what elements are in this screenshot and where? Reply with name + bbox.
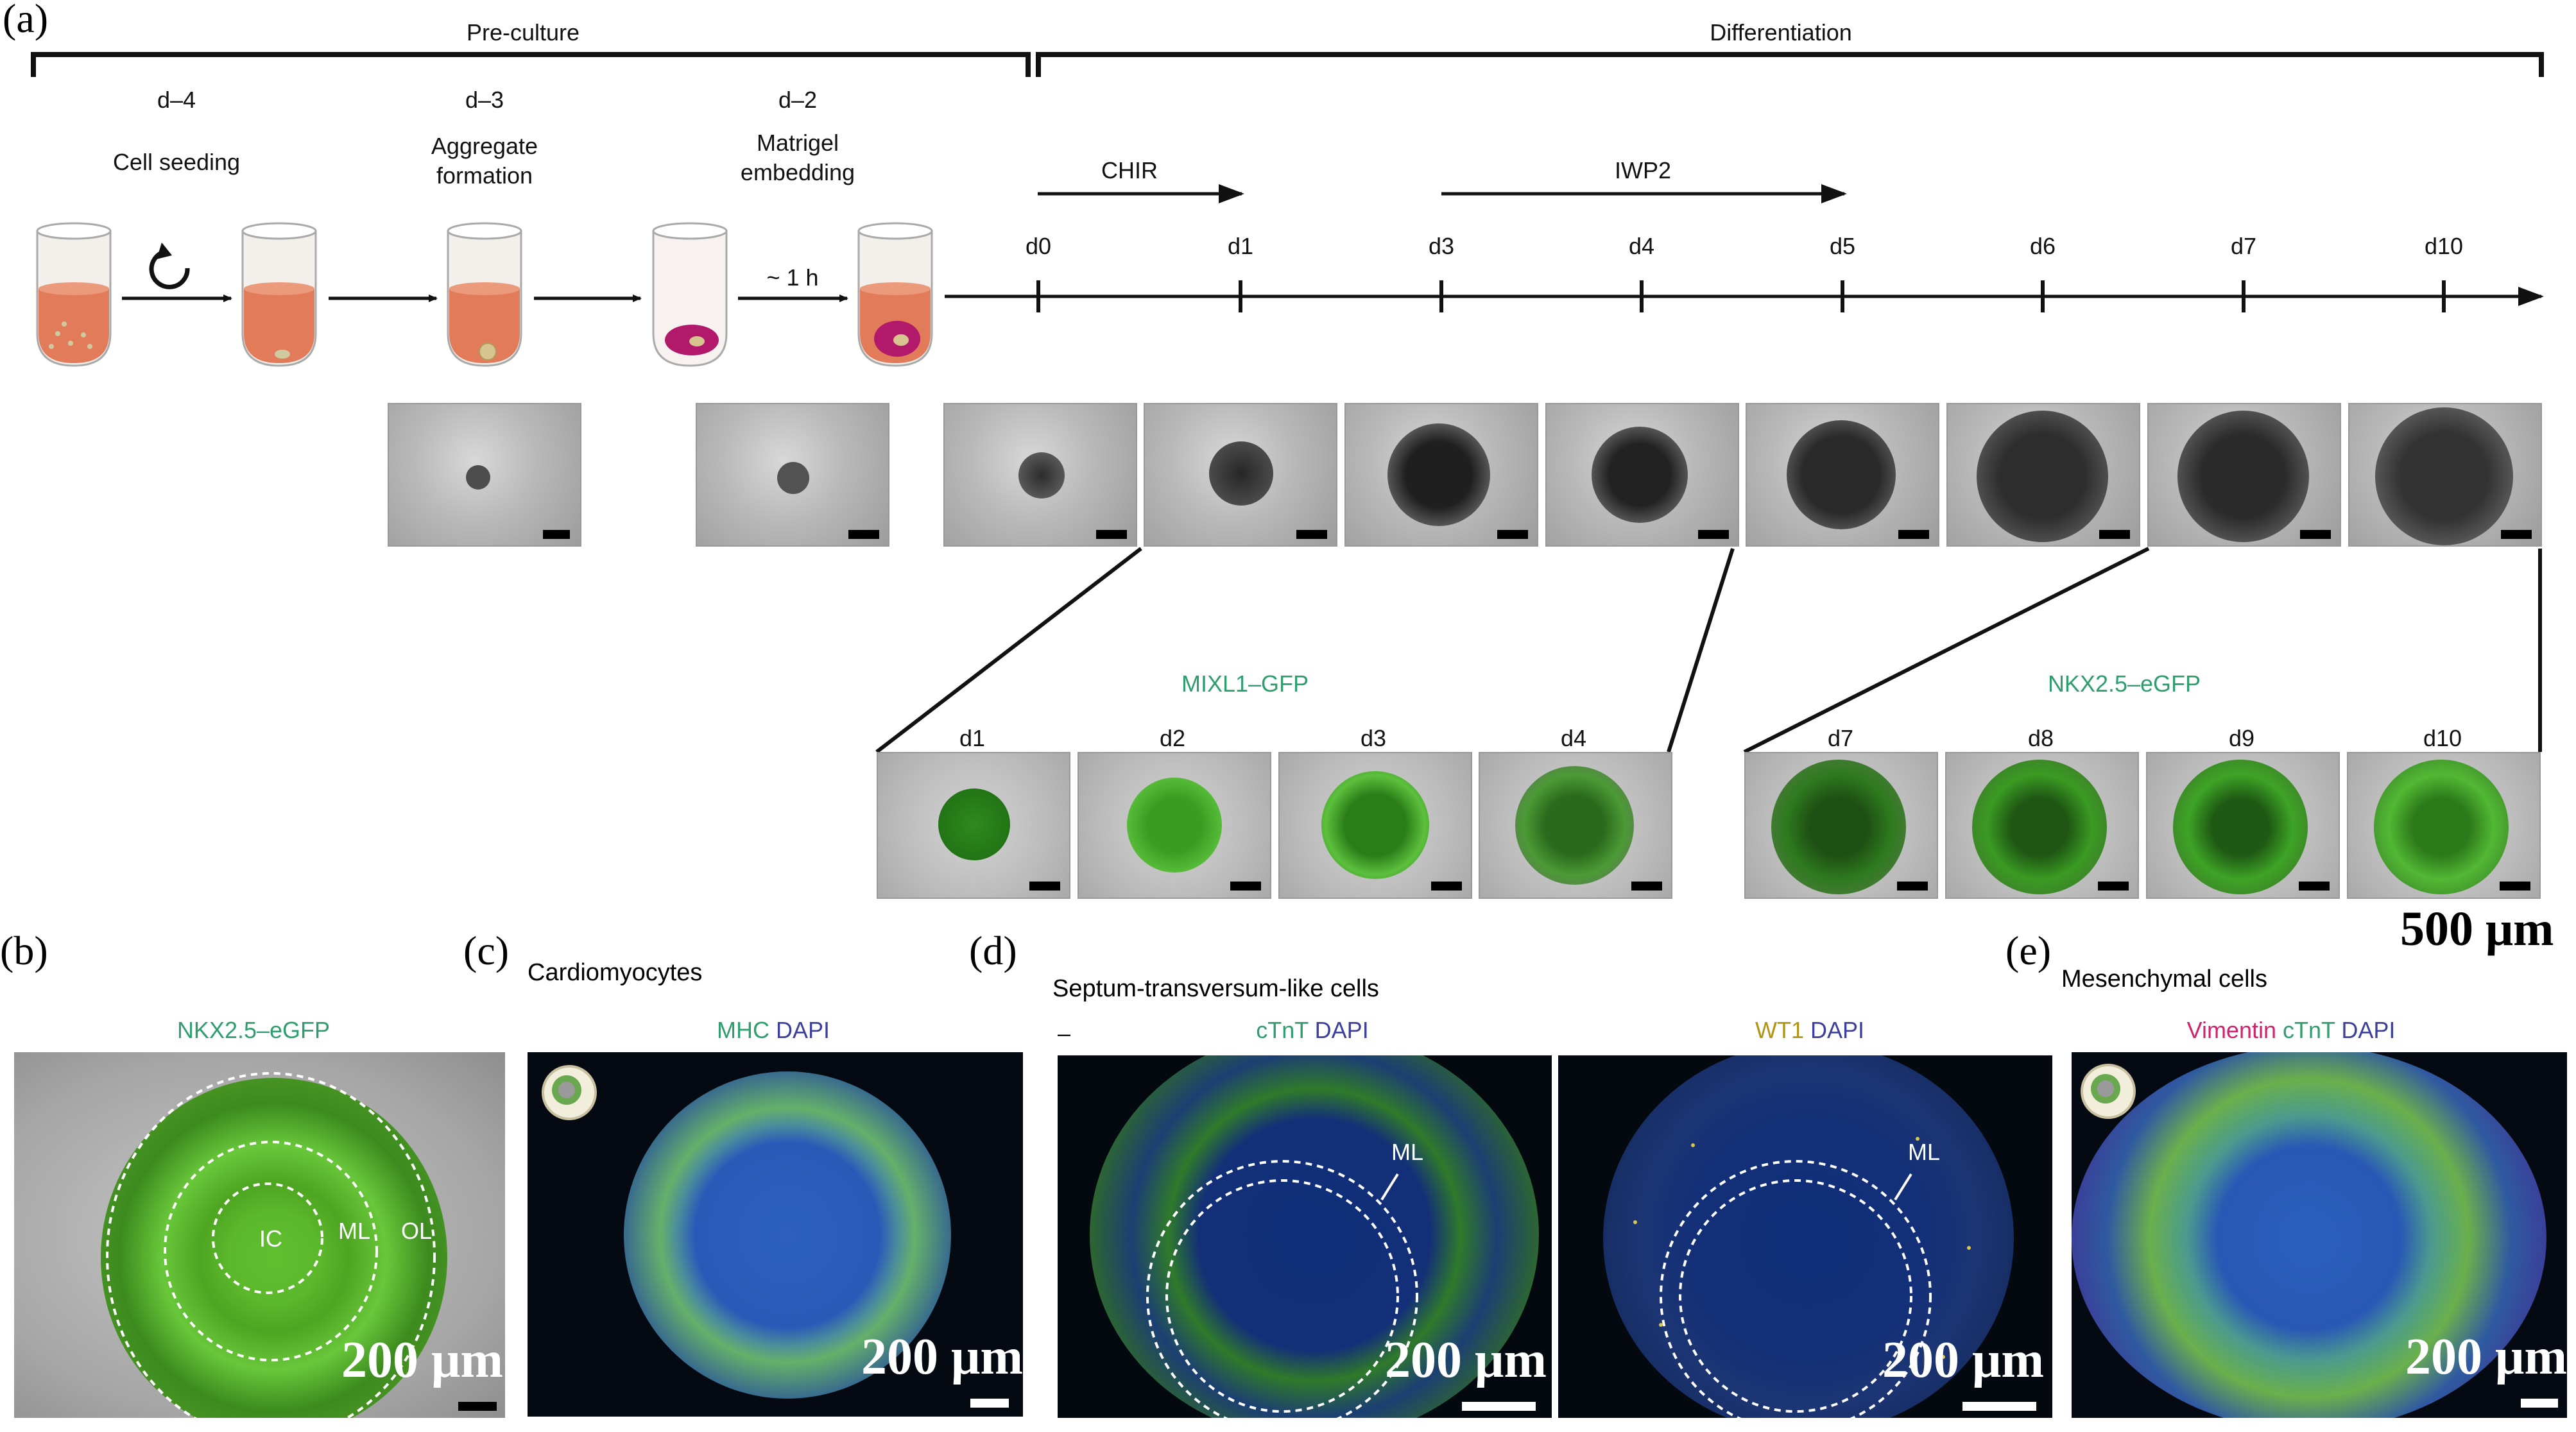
brightfield-image-d-2 (696, 403, 889, 547)
e-heading: Mesenchymal cells (2061, 966, 2267, 993)
tube-5 (857, 222, 933, 367)
d-right-scale-label: 200 μm (1882, 1332, 2044, 1388)
c-stain-1: MHC (716, 1017, 769, 1043)
nkx-day: d10 (2423, 725, 2462, 751)
e-image: 200 μm (2072, 1052, 2567, 1418)
wait-label: ~ 1 h (766, 264, 819, 291)
zoom-connectors (875, 547, 2542, 754)
preculture-bracket (31, 52, 1031, 77)
d-right-stain-1: WT1 (1755, 1017, 1804, 1043)
nkx-day: d8 (2027, 725, 2054, 751)
d-right-title: WT1 DAPI (1704, 1017, 1916, 1044)
b-scale-label: 200 μm (341, 1332, 503, 1388)
brightfield-image-d7 (2147, 403, 2341, 547)
nkx-day: d9 (2228, 725, 2255, 751)
panel-label-d: (d) (969, 928, 1017, 973)
c-heading: Cardiomyocytes (528, 959, 703, 986)
brightfield-image-d3 (1344, 403, 1538, 547)
panel-label-c: (c) (463, 928, 510, 973)
d-heading: Septum-transversum-like cells (1052, 975, 1379, 1002)
mixl1-day: d4 (1560, 725, 1587, 751)
mixl1-day: d2 (1159, 725, 1186, 751)
mixl1-image-d3 (1278, 752, 1472, 899)
phase-preculture: Pre-culture (466, 19, 580, 46)
brightfield-image-d0 (943, 403, 1137, 547)
step-label-2: Aggregate formation (431, 133, 538, 189)
mixl1-day: d1 (959, 725, 986, 751)
d-right-image: ML 200 μm (1558, 1055, 2052, 1418)
nkx-image-d10 (2347, 752, 2541, 899)
mixl1-image-d2 (1078, 752, 1271, 899)
scale-500-label: 500 μm (2400, 902, 2554, 956)
d-left-scale-label: 200 μm (1385, 1332, 1547, 1388)
mixl1-image-d1 (877, 752, 1070, 899)
e-stain-2: cTnT (2283, 1017, 2335, 1043)
mixl1-title: MIXL1–GFP (1181, 670, 1309, 697)
nkx-image-d8 (1945, 752, 2139, 899)
c-image: 200 μm (528, 1052, 1023, 1417)
b-label-ol: OL (400, 1218, 433, 1244)
c-scale-label: 200 μm (861, 1329, 1023, 1385)
timeline-day: d3 (1428, 233, 1455, 259)
brightfield-image-d6 (1946, 403, 2140, 547)
step-day-1: d–4 (157, 87, 196, 113)
panel-label-a: (a) (3, 0, 49, 41)
brightfield-image-d5 (1746, 403, 1939, 547)
b-image: IC ML OL 200 μm (14, 1052, 505, 1418)
d-dash: – (1058, 1020, 1071, 1046)
timeline-day: d4 (1628, 233, 1655, 259)
step-label-3: Matrigel embedding (740, 130, 855, 185)
e-stain-3: DAPI (2341, 1017, 2396, 1043)
tube-3 (447, 222, 522, 367)
e-title: Vimentin cTnT DAPI (2131, 1017, 2451, 1044)
d-left-stain-2: DAPI (1314, 1017, 1369, 1043)
step-label-1: Cell seeding (112, 149, 241, 175)
d-right-label-ml: ML (1907, 1139, 1940, 1165)
rotation-icon (149, 249, 190, 289)
e-stain-1: Vimentin (2186, 1017, 2276, 1043)
mixl1-day: d3 (1360, 725, 1387, 751)
phase-differentiation: Differentiation (1710, 19, 1852, 46)
nkx-title: NKX2.5–eGFP (2047, 670, 2201, 697)
step-day-3: d–2 (778, 87, 818, 113)
b-title: NKX2.5–eGFP (176, 1017, 331, 1043)
nkx-day: d7 (1827, 725, 1854, 751)
c-title: MHC DAPI (667, 1017, 879, 1044)
chir-label: CHIR (1101, 157, 1158, 183)
b-label-ml: ML (338, 1218, 370, 1244)
e-scale-label: 200 μm (2405, 1329, 2567, 1385)
timeline-day: d10 (2424, 233, 2464, 259)
tube-2 (241, 222, 317, 367)
panel-label-e: (e) (2005, 928, 2052, 973)
timeline-day: d1 (1227, 233, 1254, 259)
d-right-stain-2: DAPI (1810, 1017, 1865, 1043)
step-day-2: d–3 (465, 87, 504, 113)
iwp2-label: IWP2 (1614, 157, 1671, 183)
b-label-ic: IC (259, 1225, 282, 1252)
d-left-title: cTnT DAPI (1206, 1017, 1418, 1044)
timeline-day: d7 (2230, 233, 2257, 259)
timeline-day: d6 (2029, 233, 2056, 259)
mixl1-image-d4 (1479, 752, 1672, 899)
d-left-image: ML 200 μm (1058, 1055, 1552, 1418)
d-left-stain-1: cTnT (1256, 1017, 1309, 1043)
brightfield-image-d1 (1144, 403, 1337, 547)
nkx-image-d9 (2146, 752, 2340, 899)
tube-1 (36, 222, 112, 367)
c-stain-2: DAPI (775, 1017, 830, 1043)
brightfield-image-d-3 (388, 403, 581, 547)
nkx-image-d7 (1744, 752, 1938, 899)
d-left-label-ml: ML (1391, 1139, 1423, 1165)
brightfield-image-d10 (2348, 403, 2542, 547)
timeline-day: d5 (1829, 233, 1856, 259)
brightfield-image-d4 (1545, 403, 1739, 547)
timeline-day: d0 (1025, 233, 1052, 259)
differentiation-bracket (1036, 52, 2544, 77)
timeline-diagram (31, 52, 2544, 367)
panel-label-b: (b) (0, 928, 48, 973)
tube-4 (652, 222, 728, 367)
